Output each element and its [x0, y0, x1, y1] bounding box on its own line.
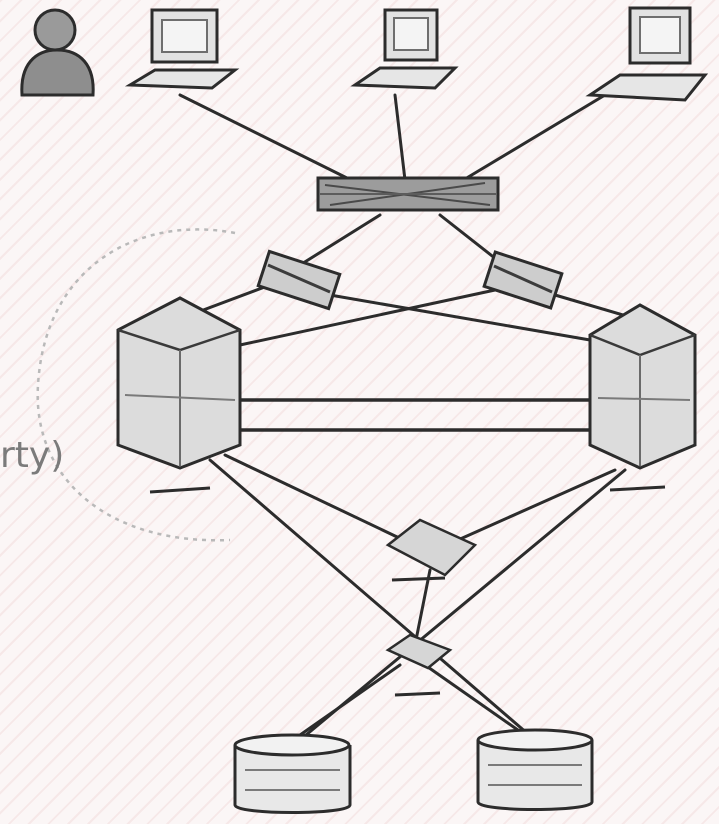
workstation-icon: [130, 10, 235, 88]
server-icon: [590, 305, 695, 490]
link-ws2-switch: [395, 95, 405, 180]
link-hub-storage-left: [300, 665, 400, 735]
firewall-icon: [484, 252, 562, 308]
server-icon: [118, 298, 240, 492]
link-serverleft-storage-right: [210, 460, 535, 740]
boundary-label: rty): [0, 438, 64, 474]
link-ws1-switch: [180, 95, 355, 182]
firewall-icon: [258, 251, 340, 308]
user-icon: [22, 10, 93, 95]
link-serverright-router: [440, 470, 615, 548]
router-icon: [388, 520, 475, 580]
link-hub-storage-right: [425, 665, 525, 735]
link-switch-firewall-left: [300, 215, 380, 265]
storage-icon: [478, 730, 592, 810]
switch-icon: [318, 178, 498, 210]
workstation-icon: [355, 10, 455, 88]
workstation-icon: [590, 8, 705, 100]
hub-icon: [388, 635, 450, 695]
storage-icon: [235, 735, 350, 813]
